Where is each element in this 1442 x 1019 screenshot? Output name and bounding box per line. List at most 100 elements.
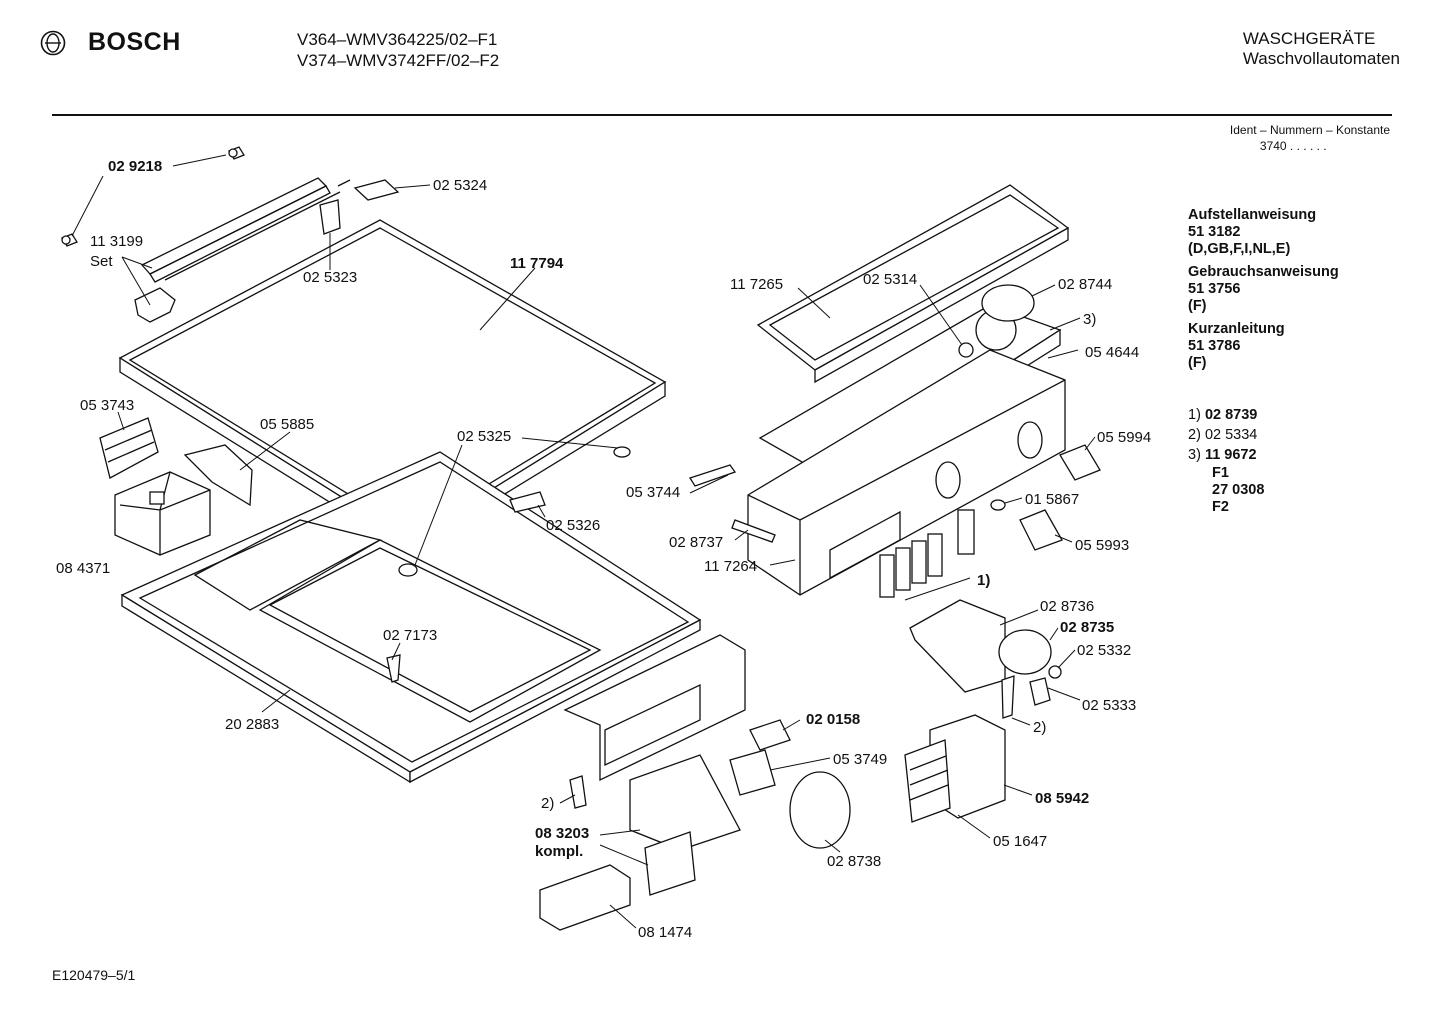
part-label: 11 7264 <box>704 558 757 575</box>
timer-bracket-part <box>909 599 1062 719</box>
footnote-3: 3) 11 9672 <box>1188 445 1264 465</box>
appliance-category: WASCHGERÄTE Waschvollautomaten <box>1243 29 1400 69</box>
category-line-1: WASCHGERÄTE <box>1242 29 1376 48</box>
timer-module-part <box>904 714 1006 823</box>
control-panel-cover-part <box>756 184 1070 384</box>
header-divider <box>52 114 1392 116</box>
part-label: 2) <box>541 795 554 812</box>
part-label: 02 8735 <box>1060 619 1114 636</box>
ident-constant: Ident – Nummern – Konstante 3740 . . . .… <box>1230 122 1390 154</box>
rotary-knob-icon <box>1019 509 1063 551</box>
drawer-clip-part <box>689 464 737 487</box>
screw-icon <box>61 233 78 247</box>
drawer-cover-part <box>183 444 253 507</box>
drawing-number: E120479–5/1 <box>52 967 136 983</box>
electronics-bracket-part <box>563 634 746 782</box>
part-label: 02 7173 <box>383 627 437 644</box>
part-label: 11 3199 <box>90 233 143 250</box>
control-panel-frame-part <box>747 284 1066 596</box>
footnote-sub: F1 <box>1212 465 1229 481</box>
doc-number: 51 3786 <box>1188 338 1241 354</box>
switch-part <box>749 719 791 751</box>
footnote-key: 2) <box>1188 427 1201 443</box>
footnote-value: 02 5334 <box>1204 427 1258 443</box>
part-label: 05 5994 <box>1097 429 1151 446</box>
doc-title: Aufstellanweisung <box>1188 207 1317 223</box>
screw-icon <box>386 654 401 683</box>
part-label: 02 5324 <box>433 177 487 194</box>
foot-icon <box>613 446 631 458</box>
footnote-sub: F2 <box>1212 499 1229 515</box>
part-label: 02 5326 <box>546 517 600 534</box>
part-label: 05 5993 <box>1075 537 1129 554</box>
push-button-bank-part <box>879 509 975 598</box>
part-label: 05 1647 <box>993 833 1047 850</box>
selector-dial-part <box>789 771 851 849</box>
part-label: 02 0158 <box>806 711 860 728</box>
part-label: 02 8744 <box>1058 276 1112 293</box>
bosch-armature-logo-icon <box>40 30 66 55</box>
doc-note: (F) <box>1188 298 1207 314</box>
part-label: 11 7265 <box>730 276 783 293</box>
brand-name: BOSCH <box>88 28 181 56</box>
doc-title: Kurzanleitung <box>1188 321 1285 337</box>
part-label: 08 5942 <box>1035 790 1089 807</box>
part-label: 05 3749 <box>833 751 887 768</box>
part-label: 02 5323 <box>303 269 357 286</box>
documentation-list: Aufstellanweisung 51 3182 (D,GB,F,I,NL,E… <box>1188 207 1339 378</box>
part-label: 05 3743 <box>80 397 134 414</box>
rotary-knob-icon <box>1059 444 1101 481</box>
part-label: 05 5885 <box>260 416 314 433</box>
footnote-1: 1) 02 8739 <box>1188 405 1264 425</box>
brand-header: BOSCH <box>40 28 181 57</box>
footnote-key: 1) <box>1188 407 1201 423</box>
category-line-2: Waschvollautomaten <box>1242 49 1400 68</box>
part-label: 08 4371 <box>56 560 110 577</box>
part-label: 08 1474 <box>638 924 692 941</box>
footnote-value: 11 9672 <box>1204 447 1257 463</box>
leader-lines <box>71 154 1096 929</box>
model-line-1: V364–WMV364225/02–F1 <box>297 30 498 49</box>
doc-number: 51 3182 <box>1188 224 1241 240</box>
footnote-value: 02 8739 <box>1204 407 1258 423</box>
footnote-sub: 27 0308 <box>1212 482 1265 498</box>
relay-part <box>644 831 696 896</box>
part-label: 02 8736 <box>1040 598 1094 615</box>
doc-item: Kurzanleitung 51 3786 (F) <box>1188 321 1339 372</box>
part-label: 08 3203 <box>535 825 589 842</box>
doc-note: (F) <box>1188 355 1207 371</box>
footnotes: 1) 02 8739 2) 02 5334 3) 11 9672 F1 27 0… <box>1188 405 1264 516</box>
screw-icon <box>228 146 245 160</box>
base-frame-part <box>120 451 702 784</box>
model-numbers: V364–WMV364225/02–F1 V374–WMV3742FF/02–F… <box>297 29 499 71</box>
part-label: 11 7794 <box>510 255 564 272</box>
part-label: 02 8737 <box>669 534 723 551</box>
doc-number: 51 3756 <box>1188 281 1241 297</box>
part-label: 02 5314 <box>863 271 917 288</box>
terminal-block-part <box>539 864 631 931</box>
model-line-2: V374–WMV3742FF/02–F2 <box>297 51 500 70</box>
part-label: 02 5332 <box>1077 642 1131 659</box>
part-label: 1) <box>977 572 990 589</box>
footnote-2: 2) 02 5334 <box>1188 425 1264 445</box>
part-label: 01 5867 <box>1025 491 1079 508</box>
doc-note: (D,GB,F,I,NL,E) <box>1188 241 1291 257</box>
part-label: 02 5333 <box>1082 697 1136 714</box>
doc-item: Gebrauchsanweisung 51 3756 (F) <box>1188 264 1339 315</box>
light-guide-part <box>731 519 776 543</box>
ident-value: 3740 . . . . . . <box>1259 139 1327 153</box>
module-housing-part <box>629 754 741 851</box>
part-label: 05 3744 <box>626 484 680 501</box>
part-label: 02 8738 <box>827 853 881 870</box>
part-label: Set <box>90 253 113 270</box>
part-label: 05 4644 <box>1085 344 1139 361</box>
clip-icon <box>569 775 587 809</box>
part-label: 02 5325 <box>457 428 511 445</box>
ident-label: Ident – Nummern – Konstante <box>1229 123 1390 137</box>
hinge-bracket-part <box>319 179 400 235</box>
lamp-icon <box>990 499 1006 511</box>
foot-icon <box>398 563 418 577</box>
part-label: 20 2883 <box>225 716 279 733</box>
part-label: kompl. <box>535 843 583 860</box>
